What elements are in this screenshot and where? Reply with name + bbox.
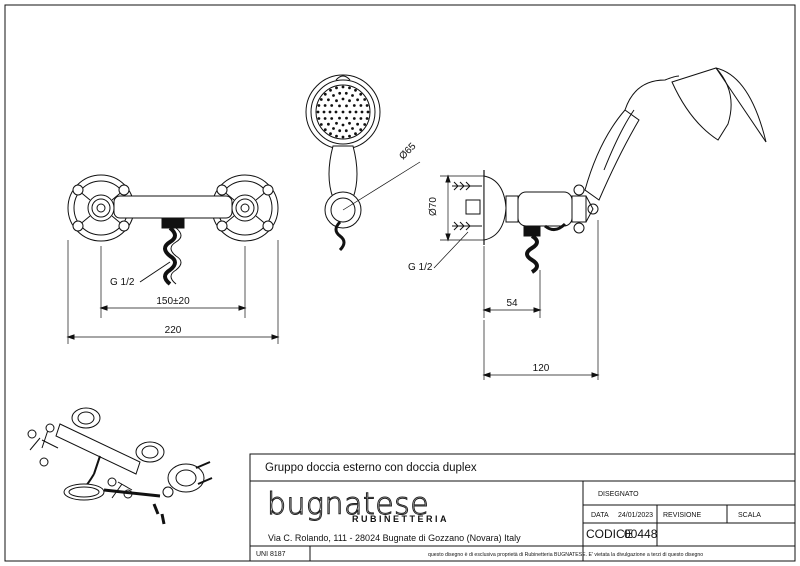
nozzle-dot [341,123,345,127]
nozzle-dot [338,116,341,120]
date-value: 24/01/2023 [618,512,653,519]
nozzle-dot [338,104,341,108]
nozzle-dot [352,104,356,107]
nozzle-dot [329,132,332,136]
nozzle-dot [338,129,342,133]
dim-front-total: 220 [165,325,182,336]
nozzle-dot [335,134,338,138]
nozzle-dot [330,117,334,120]
nozzle-dot [352,117,356,120]
dim-front-thread: G 1/2 [110,277,135,288]
revision-label: REVISIONE [663,512,701,519]
nozzle-dot [348,86,351,90]
dim-side-thread: G 1/2 [408,262,433,273]
nozzle-dot [351,127,354,130]
nozzle-dot [359,128,363,132]
nozzle-dot [319,98,323,101]
nozzle-dot [345,104,348,108]
nozzle-dot [327,98,330,102]
nozzle-dot [341,135,345,139]
scale-label: SCALA [738,512,761,519]
drawing-title: Gruppo doccia esterno con doccia duplex [265,462,477,474]
brand-logo: bugnatese RUBINETTERIA [267,487,449,525]
nozzle-dot [359,92,363,96]
dim-side-body-depth: 54 [506,298,518,309]
nozzle-dot [344,91,348,95]
nozzle-dot [363,123,367,126]
nozzle-dot [354,132,357,136]
nozzle-dot [334,110,338,114]
nozzle-dot [351,94,354,97]
nozzle-dot [341,85,345,89]
nozzle-dot [341,110,345,114]
nozzle-dot [323,117,327,120]
nozzle-dot [344,129,348,133]
nozzle-dot [317,104,321,107]
nozzle-dot [359,104,363,107]
nozzle-dot [348,110,352,114]
nozzle-dot [323,128,327,132]
nozzle-dot [348,99,351,103]
front-view [66,174,280,344]
code-label: CODICE [586,527,633,541]
nozzle-dot [323,92,327,96]
hand-shower-front-view [305,74,421,252]
nozzle-dot [319,123,323,126]
title-block [249,453,796,562]
date-label: DATA [591,512,609,519]
nozzle-dot [354,88,357,92]
nozzle-dot [330,104,334,107]
svg-text:RUBINETTERIA: RUBINETTERIA [352,514,449,524]
nozzle-dot [363,98,367,101]
nozzle-dot [365,117,369,120]
dim-head-diameter: Ø65 [397,141,418,162]
dim-flange-diameter: Ø70 [428,197,439,216]
nozzle-dot [356,122,359,126]
dim-side-total-depth: 120 [533,363,550,374]
isometric-view [27,407,213,525]
nozzle-dot [328,110,332,114]
nozzle-dot [335,86,338,90]
nozzle-dot [341,97,345,101]
nozzle-dot [327,122,330,126]
nozzle-dot [329,88,332,92]
nozzle-dot [335,121,338,125]
company-address: Via C. Rolando, 111 - 28024 Bugnate di G… [268,533,521,543]
shower-head-nozzles [316,85,370,139]
nozzle-dot [317,117,321,120]
nozzle-dot [348,121,351,125]
nozzle-dot [323,104,327,107]
nozzle-dot [316,110,320,114]
nozzle-dot [360,110,364,114]
nozzle-dot [348,134,351,138]
standard-label: UNI 8187 [256,551,286,558]
nozzle-dot [366,110,370,114]
nozzle-dot [365,104,369,107]
code-value: 00448 [624,527,658,541]
svg-text:bugnatese: bugnatese [267,487,429,522]
nozzle-dot [322,110,326,114]
nozzle-dot [332,127,335,130]
dim-front-centers: 150±20 [156,296,190,307]
nozzle-dot [356,98,359,102]
nozzle-dot [338,91,342,95]
drawn-label: DISEGNATO [598,491,639,498]
nozzle-dot [345,116,348,120]
copyright-disclaimer: questo disegno è di esclusiva proprietà … [428,552,703,558]
nozzle-dot [354,110,358,114]
nozzle-dot [359,117,363,120]
nozzle-dot [335,99,338,103]
side-view [433,67,767,380]
nozzle-dot [332,94,335,97]
